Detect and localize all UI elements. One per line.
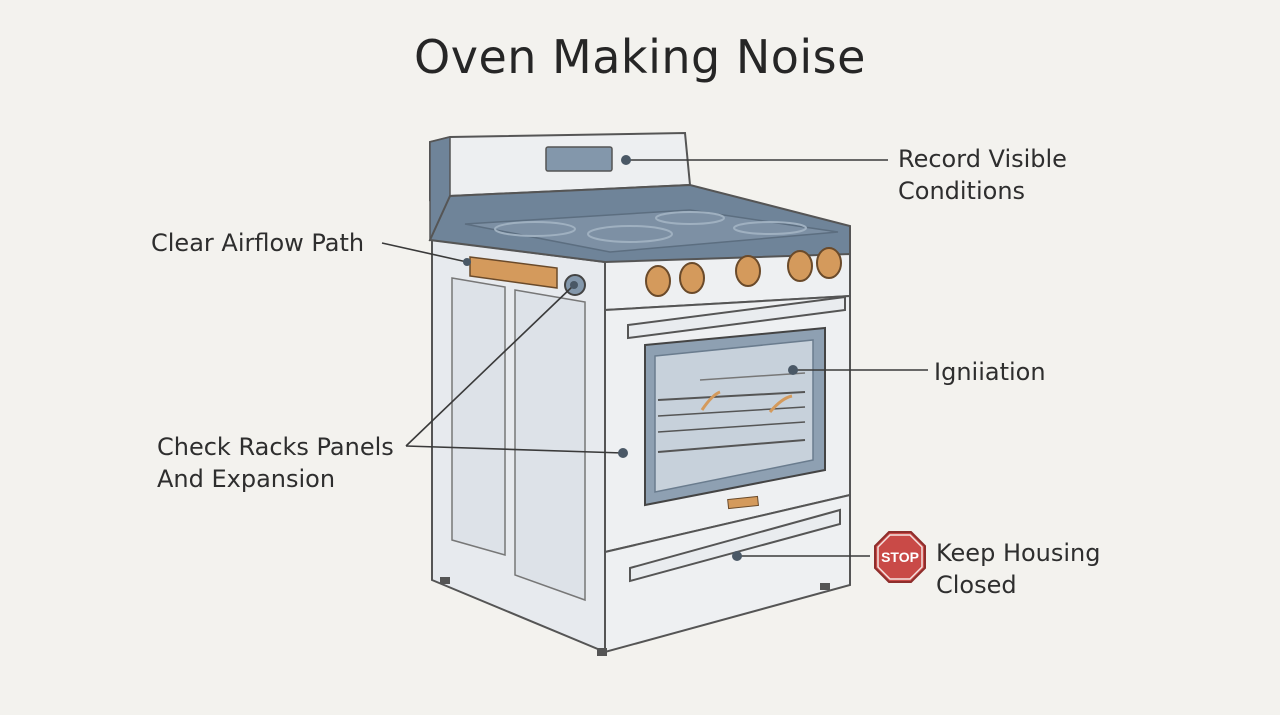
drawer-handle [629, 508, 841, 583]
callout-ignition: Igniiation [934, 358, 1046, 386]
heating-element-right [768, 394, 793, 413]
leader-racks-a [405, 284, 575, 447]
knob-3 [735, 255, 761, 287]
foot-left [597, 648, 607, 656]
callout-check-racks-panels: Check Racks Panels And Expansion [157, 433, 394, 493]
burner-2 [587, 225, 673, 243]
callout-dots [463, 155, 798, 561]
knob-1 [645, 265, 671, 297]
burner-1 [494, 221, 576, 237]
control-knobs [645, 247, 842, 297]
callout-lines [381, 159, 928, 557]
oven-side-inset-right [514, 289, 586, 602]
foot-back [440, 577, 450, 584]
leader-racks-b [405, 445, 624, 454]
knob-4 [787, 250, 813, 282]
heating-element-left [700, 390, 721, 411]
burner-3 [655, 211, 725, 225]
foot-right [820, 583, 830, 590]
oven-rack [657, 372, 806, 453]
oven-side-inset-left [451, 277, 506, 556]
callout-clear-airflow-path: Clear Airflow Path [151, 229, 365, 257]
side-vent [469, 256, 558, 289]
page-title: Oven Making Noise [414, 30, 866, 84]
stop-sign-icon: STOP [874, 531, 926, 583]
oven-window-inner [654, 339, 814, 493]
stop-sign-text: STOP [881, 549, 919, 565]
callout-record-visible-conditions: Record Visible Conditions [898, 145, 1067, 205]
door-handle [627, 295, 846, 340]
cooktop-surface [464, 209, 839, 253]
leader-airflow [381, 242, 468, 263]
knob-2 [679, 262, 705, 294]
callout-keep-housing-closed: Keep Housing Closed [936, 539, 1101, 599]
control-display [545, 146, 613, 172]
door-badge [727, 495, 759, 510]
burner-4 [733, 221, 807, 235]
knob-5 [816, 247, 842, 279]
